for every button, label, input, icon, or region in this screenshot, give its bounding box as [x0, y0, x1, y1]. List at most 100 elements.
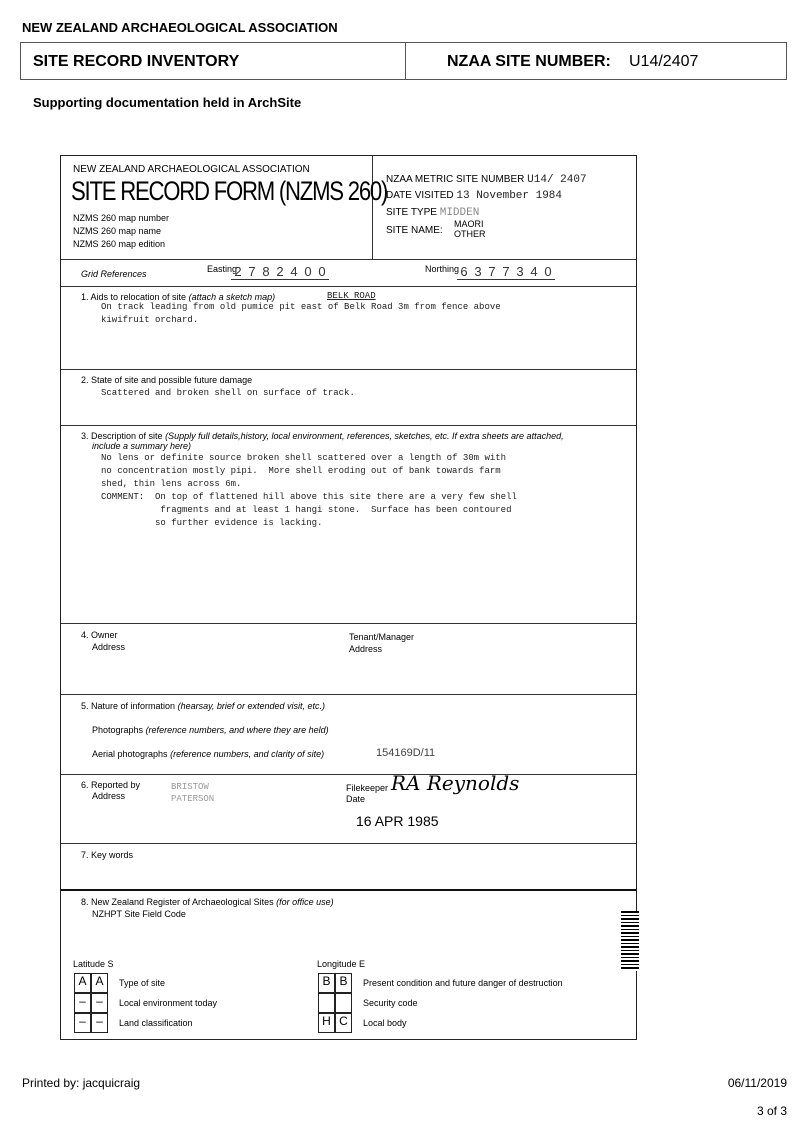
code-cell: B	[335, 973, 352, 993]
s3-hint: (Supply full details,history, local envi…	[165, 431, 564, 441]
s1-hint: (attach a sketch map)	[188, 292, 276, 302]
latitude-label: Latitude S	[73, 959, 114, 969]
grid-digit: 0	[541, 264, 555, 280]
northing-label: Northing	[425, 264, 460, 274]
site-type-label: SITE TYPE	[386, 207, 437, 218]
s3-hint-2: include a summary here)	[92, 441, 192, 451]
section-3: 3. Description of site (Supply full deta…	[61, 425, 636, 528]
code-cell: –	[91, 993, 108, 1013]
code-label: Local body	[363, 1018, 407, 1028]
filekeeper-label: Filekeeper	[346, 783, 389, 793]
tenant-label: Tenant/Manager	[349, 632, 415, 642]
section-8: 8. New Zealand Register of Archaeologica…	[61, 889, 639, 1033]
owner-label: 4. Owner	[81, 630, 118, 640]
page-number: 3 of 3	[756, 1104, 787, 1118]
longitude-label: Longitude E	[317, 959, 366, 969]
section-5: 5. Nature of information (hearsay, brief…	[61, 694, 636, 759]
code-cell: A	[91, 973, 108, 993]
grid-digit: 7	[485, 264, 499, 280]
section-7: 7. Key words	[61, 843, 636, 860]
metric-value: U14/ 2407	[527, 174, 587, 186]
grid-digit: 0	[315, 264, 329, 280]
section-2: 2. State of site and possible future dam…	[61, 369, 636, 398]
s3-text: No lens or definite source broken shell …	[101, 453, 517, 528]
code-cell	[318, 993, 335, 1013]
printed-by: Printed by: jacquicraig	[22, 1076, 141, 1090]
s2-label: 2. State of site and possible future dam…	[81, 375, 253, 385]
code-cell: B	[318, 973, 335, 993]
site-type-value: MIDDEN	[439, 207, 480, 219]
code-cell: –	[91, 1013, 108, 1033]
grid-digit: 3	[471, 264, 485, 280]
code-cell: A	[74, 973, 91, 993]
site-name-value-2: OTHER	[454, 229, 486, 239]
code-label: Present condition and future danger of d…	[363, 978, 563, 988]
field-code-label: NZHPT Site Field Code	[92, 909, 186, 919]
site-number-label: NZAA SITE NUMBER:	[447, 53, 611, 70]
inventory-title: SITE RECORD INVENTORY	[33, 53, 240, 70]
grid-digit: 7	[245, 264, 259, 280]
section-1: 1. Aids to relocation of site (attach a …	[61, 286, 636, 370]
grid-digit: 6	[457, 264, 471, 280]
s8-hint: (for office use)	[276, 897, 334, 907]
reporter-name-1: BRISTOW	[171, 782, 209, 792]
code-cell: –	[74, 1013, 91, 1033]
s3-label: 3. Description of site	[81, 431, 163, 441]
grid-digit: 4	[527, 264, 541, 280]
site-number: U14/2407	[629, 53, 699, 70]
code-label: Type of site	[119, 978, 166, 988]
s5-label: 5. Nature of information	[81, 701, 176, 711]
org-header: NEW ZEALAND ARCHAEOLOGICAL ASSOCIATION	[22, 20, 338, 35]
filekeeper-date: 16 APR 1985	[356, 813, 439, 829]
s2-text: Scattered and broken shell on surface of…	[101, 388, 355, 398]
photos-hint: (reference numbers, and where they are h…	[145, 725, 329, 735]
tenant-address-label: Address	[349, 644, 383, 654]
map-name-label: NZMS 260 map name	[73, 226, 162, 236]
s1-text: On track leading from old pumice pit eas…	[101, 302, 501, 325]
grid-digit: 2	[273, 264, 287, 280]
section-6: 6. Reported by Address BRISTOW PATERSON …	[61, 771, 636, 829]
map-number-label: NZMS 260 map number	[73, 213, 170, 223]
grid-digit: 3	[513, 264, 527, 280]
s8-label: 8. New Zealand Register of Archaeologica…	[81, 897, 274, 907]
aerial-label: Aerial photographs	[92, 749, 168, 759]
barcode	[621, 911, 639, 971]
owner-address-label: Address	[92, 642, 126, 652]
grid-digit: 4	[287, 264, 301, 280]
print-date: 06/11/2019	[727, 1076, 787, 1090]
filekeeper-signature: RA Reynolds	[391, 771, 520, 795]
reporter-address-label: Address	[92, 791, 126, 801]
aerial-value: 154169D/11	[376, 747, 436, 759]
date-label: Date	[346, 794, 366, 804]
inventory-box: SITE RECORD INVENTORY NZAA SITE NUMBER: …	[20, 42, 787, 80]
code-cell	[335, 993, 352, 1013]
scanned-site-record-form: NEW ZEALAND ARCHAEOLOGICAL ASSOCIATION S…	[60, 155, 639, 1040]
date-visited-label: DATE VISITED	[386, 190, 454, 201]
grid-digit: 8	[259, 264, 273, 280]
section-4: 4. Owner Address Tenant/Manager Address	[61, 623, 636, 654]
code-cell: –	[74, 993, 91, 1013]
site-name-value-1: MAORI	[454, 219, 484, 229]
s1-label: 1. Aids to relocation of site	[81, 292, 187, 302]
reporter-name-2: PATERSON	[171, 794, 215, 804]
easting-label: Easting	[207, 264, 238, 274]
code-cell: H	[318, 1013, 335, 1033]
aerial-hint: (reference numbers, and clarity of site)	[170, 749, 325, 759]
code-label: Security code	[363, 998, 418, 1008]
code-label: Local environment today	[119, 998, 218, 1008]
form-org: NEW ZEALAND ARCHAEOLOGICAL ASSOCIATION	[73, 164, 310, 175]
date-visited-value: 13 November 1984	[456, 190, 563, 202]
keywords-label: 7. Key words	[81, 850, 134, 860]
code-cell: C	[335, 1013, 352, 1033]
form-title: SITE RECORD FORM (NZMS 260)	[71, 176, 388, 206]
metric-label: NZAA METRIC SITE NUMBER	[386, 174, 525, 185]
grid-digit: 2	[231, 264, 245, 280]
photos-label: Photographs	[92, 725, 144, 735]
reported-by-label: 6. Reported by	[81, 780, 141, 790]
map-edition-label: NZMS 260 map edition	[73, 239, 166, 249]
grid-digit: 7	[499, 264, 513, 280]
grid-digit: 0	[301, 264, 315, 280]
